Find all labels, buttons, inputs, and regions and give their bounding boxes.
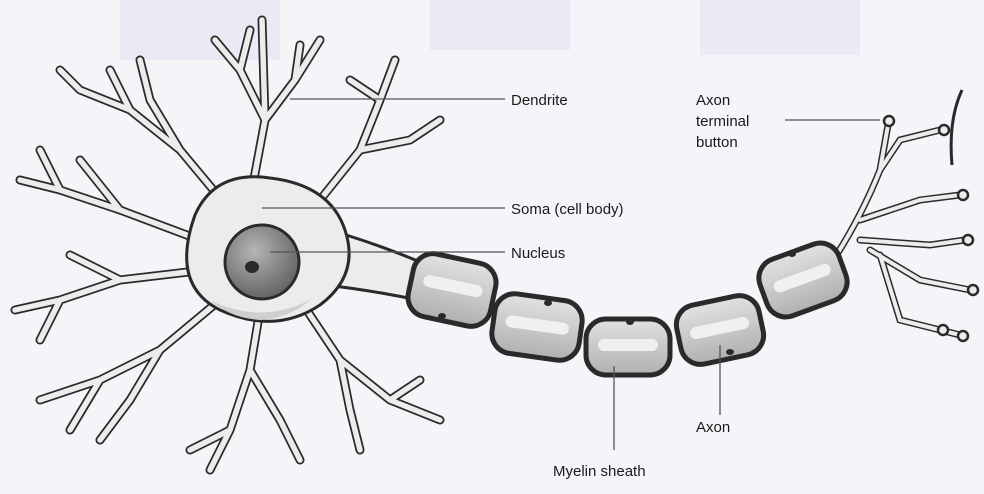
dendrite-label: Dendrite <box>511 92 568 109</box>
axon-terminal-label-line3: button <box>696 134 738 151</box>
axon-terminal-label-line2: terminal <box>696 113 749 130</box>
axon-label: Axon <box>696 419 730 436</box>
axon-terminal-branches <box>830 125 970 335</box>
myelin-segment <box>753 237 852 322</box>
soma-label: Soma (cell body) <box>511 201 624 218</box>
myelin-sheath-segments <box>404 237 852 375</box>
nucleus-label: Nucleus <box>511 245 565 262</box>
nucleolus-shape <box>245 261 259 273</box>
myelin-sheath-label: Myelin sheath <box>553 463 646 480</box>
target-cell-edge <box>951 90 962 165</box>
axon-terminal-label-line1: Axon <box>696 92 730 109</box>
background-watermark <box>120 0 860 60</box>
myelin-segment <box>586 319 670 375</box>
myelin-segment <box>489 291 584 363</box>
myelin-segment <box>404 250 499 330</box>
nucleus-shape <box>225 225 299 299</box>
